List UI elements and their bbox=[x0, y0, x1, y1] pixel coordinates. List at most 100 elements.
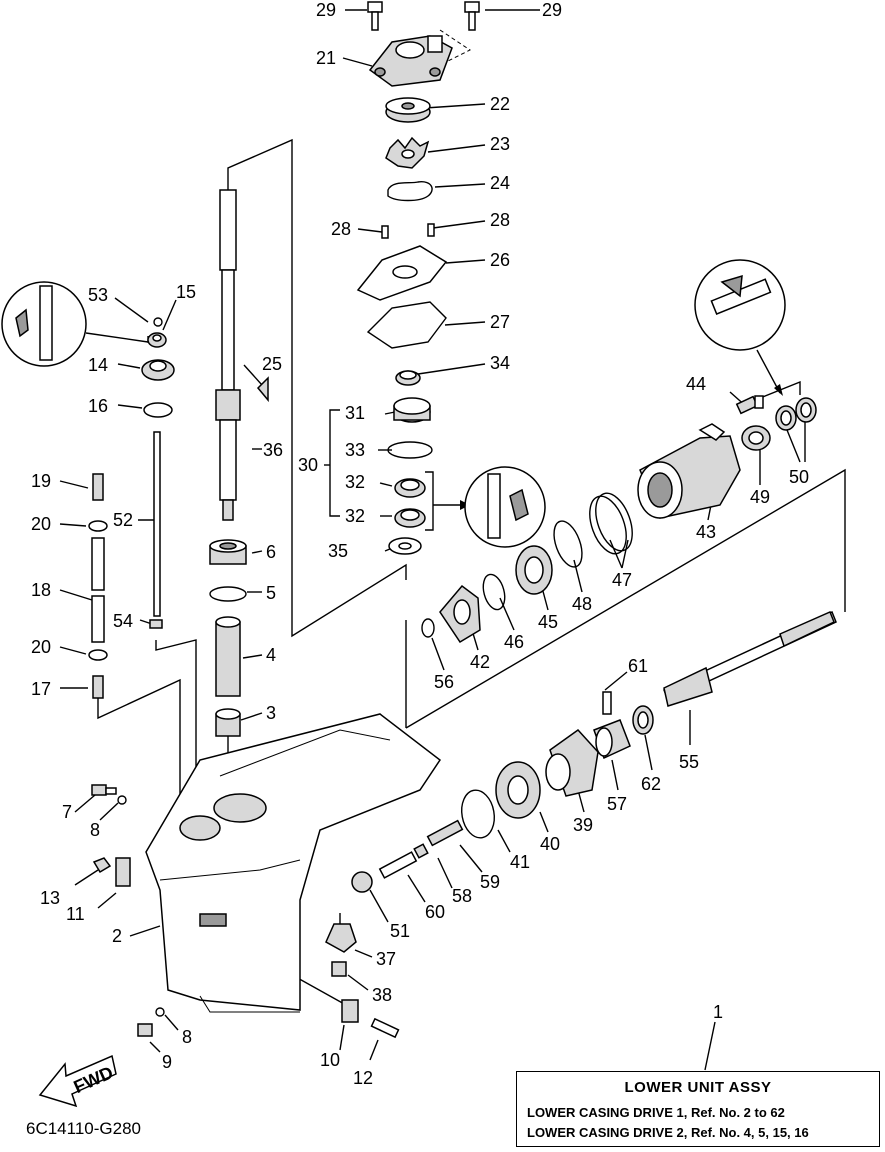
washer-8-upper bbox=[117, 795, 127, 805]
callout-62: 62 bbox=[641, 774, 661, 794]
callout-60: 60 bbox=[425, 902, 445, 922]
callout-34: 34 bbox=[490, 353, 510, 373]
propeller-shaft bbox=[663, 610, 837, 707]
callout-24: 24 bbox=[490, 173, 510, 193]
callout-44: 44 bbox=[686, 374, 706, 394]
callout-2: 2 bbox=[112, 926, 122, 946]
callout-8a: 8 bbox=[90, 820, 100, 840]
callout-25: 25 bbox=[262, 354, 282, 374]
clip-20-upper bbox=[88, 520, 108, 532]
shim-62 bbox=[632, 705, 654, 735]
needle-bearing-49 bbox=[741, 425, 771, 451]
bolt-44 bbox=[735, 395, 764, 415]
ball-58 bbox=[413, 843, 429, 859]
callout-40: 40 bbox=[540, 834, 560, 854]
lower-casing bbox=[145, 713, 442, 1013]
callout-57: 57 bbox=[607, 794, 627, 814]
callout-41: 41 bbox=[510, 852, 530, 872]
lubricant-detail-right bbox=[694, 259, 786, 351]
nipple-17 bbox=[92, 675, 104, 699]
bolt-12 bbox=[370, 1017, 400, 1039]
circlip-56 bbox=[421, 618, 435, 638]
callout-22: 22 bbox=[490, 94, 510, 114]
callout-29b: 29 bbox=[542, 0, 562, 20]
callout-47: 47 bbox=[612, 570, 632, 590]
cam-51 bbox=[351, 871, 373, 893]
o-ring-33 bbox=[387, 441, 433, 459]
callout-3: 3 bbox=[266, 703, 276, 723]
callout-31: 31 bbox=[345, 403, 365, 423]
callout-20b: 20 bbox=[31, 637, 51, 657]
callout-4: 4 bbox=[266, 645, 276, 665]
spring-59 bbox=[426, 819, 464, 847]
callout-labels: 29 29 21 22 23 24 28 28 26 27 34 31 33 3… bbox=[26, 0, 809, 1138]
callout-52: 52 bbox=[113, 510, 133, 530]
nut-38 bbox=[331, 961, 347, 977]
oil-seal-34 bbox=[395, 370, 421, 386]
pin-61 bbox=[602, 691, 612, 715]
nipple-19 bbox=[92, 473, 104, 501]
callout-54: 54 bbox=[113, 611, 133, 631]
reverse-gear-42 bbox=[439, 584, 481, 644]
nut-13 bbox=[92, 857, 112, 874]
bolt-29-left bbox=[367, 1, 383, 31]
callout-61: 61 bbox=[628, 656, 648, 676]
dowel-pin-28-left bbox=[381, 225, 389, 239]
callout-17: 17 bbox=[31, 679, 51, 699]
callout-45: 45 bbox=[538, 612, 558, 632]
bushing-15 bbox=[147, 332, 167, 348]
callout-43: 43 bbox=[696, 522, 716, 542]
oil-seal-housing-14 bbox=[141, 359, 175, 381]
callout-9: 9 bbox=[162, 1052, 172, 1072]
grommet-54 bbox=[149, 619, 163, 629]
hose-18-lower bbox=[91, 595, 105, 643]
callout-36: 36 bbox=[263, 440, 283, 460]
callout-16: 16 bbox=[88, 396, 108, 416]
parts bbox=[1, 1, 837, 1108]
callout-12: 12 bbox=[353, 1068, 373, 1088]
callout-48: 48 bbox=[572, 594, 592, 614]
callout-6: 6 bbox=[266, 542, 276, 562]
taper-bearing-40 bbox=[495, 761, 541, 819]
callout-59: 59 bbox=[480, 872, 500, 892]
callout-46: 46 bbox=[504, 632, 524, 652]
callout-23: 23 bbox=[490, 134, 510, 154]
callout-28a: 28 bbox=[331, 219, 351, 239]
callout-35: 35 bbox=[328, 541, 348, 561]
oil-seal-50-a bbox=[775, 405, 797, 431]
callout-8b: 8 bbox=[182, 1027, 192, 1047]
clip-20-lower bbox=[88, 649, 108, 661]
o-ring-47-b bbox=[595, 492, 633, 552]
callout-15: 15 bbox=[176, 282, 196, 302]
plate-11 bbox=[115, 857, 131, 887]
assembly-line-1: LOWER CASING DRIVE 1, Ref. No. 2 to 62 bbox=[527, 1105, 785, 1120]
washer-35 bbox=[388, 537, 422, 555]
callout-32a: 32 bbox=[345, 472, 365, 492]
assembly-title: LOWER UNIT ASSY bbox=[624, 1079, 772, 1096]
trim-tab-10 bbox=[341, 999, 359, 1023]
callout-56: 56 bbox=[434, 672, 454, 692]
bolt-9 bbox=[137, 1023, 153, 1037]
drive-shaft bbox=[215, 189, 241, 521]
hose-18-upper bbox=[91, 537, 105, 591]
bolt-7 bbox=[91, 784, 117, 796]
bearing-housing-31 bbox=[393, 397, 431, 423]
anode-37 bbox=[325, 923, 357, 953]
callout-10: 10 bbox=[320, 1050, 340, 1070]
callout-20a: 20 bbox=[31, 514, 51, 534]
lubricant-detail-left bbox=[1, 281, 87, 367]
dog-clutch-57 bbox=[593, 719, 631, 760]
propeller-shaft-housing-43 bbox=[637, 423, 741, 519]
bushing-6 bbox=[209, 539, 247, 565]
diagram-code: 6C14110-G280 bbox=[26, 1119, 141, 1138]
ball-bearing-45 bbox=[515, 545, 553, 595]
circlip-53 bbox=[153, 317, 163, 327]
shift-rod-52 bbox=[153, 431, 161, 617]
bearing-32-upper bbox=[394, 478, 426, 498]
callout-21: 21 bbox=[316, 48, 336, 68]
shim-41 bbox=[461, 789, 495, 839]
bearing-3 bbox=[215, 708, 241, 737]
shim-48 bbox=[553, 520, 583, 568]
o-ring-47-a bbox=[589, 495, 627, 555]
callout-33: 33 bbox=[345, 440, 365, 460]
